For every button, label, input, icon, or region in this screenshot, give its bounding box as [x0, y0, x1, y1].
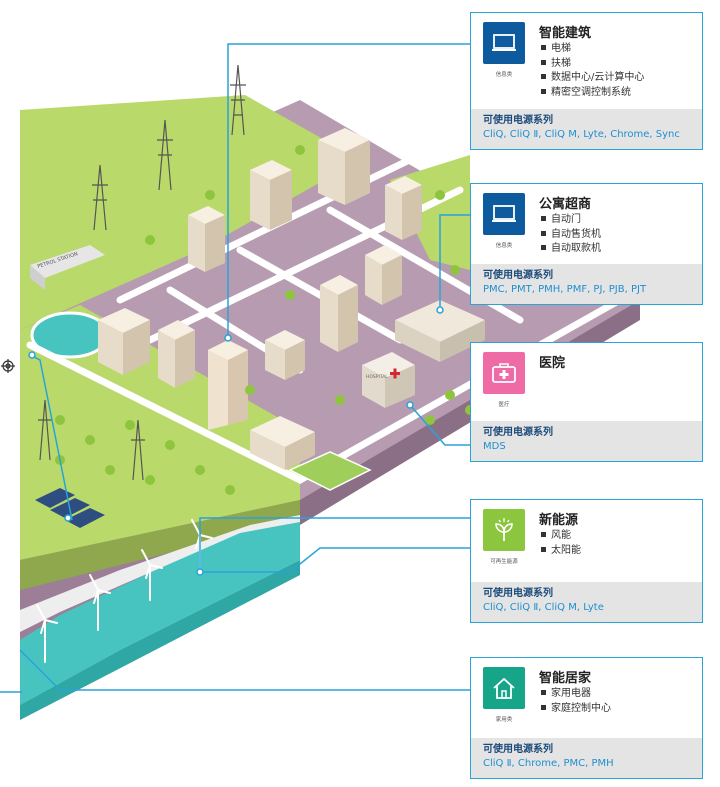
card-smart-building: 信息类 智能建筑 电梯 扶梯 数据中心/云计算中心 精密空调控制系统 可使用电源… — [470, 12, 703, 150]
series-footer: 可使用电源系列 PMC, PMT, PMH, PMF, PJ, PJB, PJT — [471, 264, 702, 304]
series-title: 可使用电源系列 — [483, 270, 553, 281]
river-bank — [20, 515, 300, 632]
list-item: 自动门 — [541, 213, 601, 228]
series-list: CliQ Ⅱ, Chrome, PMC, PMH — [483, 758, 614, 769]
card-title: 智能居家 — [539, 671, 592, 686]
category-label: 医疗 — [498, 402, 510, 408]
card-smart-home: 家用类 智能居家 家用电器 家庭控制中心 可使用电源系列 CliQ Ⅱ, Chr… — [470, 657, 703, 779]
connector-dots — [28, 306, 444, 576]
list-item: 太阳能 — [541, 544, 581, 559]
list-item: 精密空调控制系统 — [541, 86, 644, 101]
series-footer: 可使用电源系列 CliQ Ⅱ, Chrome, PMC, PMH — [471, 738, 702, 778]
series-footer: 可使用电源系列 MDS — [471, 421, 702, 461]
feature-list: 风能 太阳能 — [541, 529, 581, 558]
series-list: CliQ, CliQ Ⅱ, CliQ M, Lyte, Chrome, Sync — [483, 129, 680, 140]
monitor-icon — [483, 193, 525, 235]
feature-list: 自动门 自动售货机 自动取款机 — [541, 213, 601, 257]
connector-lines — [0, 43, 470, 693]
series-list: CliQ, CliQ Ⅱ, CliQ M, Lyte — [483, 602, 604, 613]
slab-side-park — [20, 500, 300, 590]
category-label: 家用类 — [495, 717, 513, 723]
series-title: 可使用电源系列 — [483, 115, 553, 126]
crosshair-icon — [1, 359, 15, 373]
list-item: 扶梯 — [541, 57, 644, 72]
card-title: 公寓超商 — [539, 197, 592, 212]
buildings: HOSPITAL — [98, 128, 485, 470]
list-item: 自动取款机 — [541, 242, 601, 257]
list-item: 风能 — [541, 529, 581, 544]
park-area-lower — [20, 305, 300, 560]
series-title: 可使用电源系列 — [483, 744, 553, 755]
category-label: 信息类 — [495, 243, 513, 249]
sports-field — [288, 451, 372, 491]
house-icon — [483, 667, 525, 709]
power-pylons — [38, 64, 246, 481]
card-hospital: 医疗 医院 可使用电源系列 MDS — [470, 342, 703, 462]
card-new-energy: 可再生能源 新能源 风能 太阳能 可使用电源系列 CliQ, CliQ Ⅱ, C… — [470, 499, 703, 623]
series-list: MDS — [483, 441, 506, 452]
river — [20, 520, 300, 705]
card-title: 医院 — [539, 356, 566, 371]
series-title: 可使用电源系列 — [483, 588, 553, 599]
list-item: 家用电器 — [541, 687, 611, 702]
feature-list: 电梯 扶梯 数据中心/云计算中心 精密空调控制系统 — [541, 42, 644, 100]
medical-kit-icon — [483, 352, 525, 394]
feature-list: 家用电器 家庭控制中心 — [541, 687, 611, 716]
card-apartment-mall: 信息类 公寓超商 自动门 自动售货机 自动取款机 可使用电源系列 PMC, PM… — [470, 183, 703, 305]
hospital-sign: HOSPITAL — [366, 374, 388, 380]
series-footer: 可使用电源系列 CliQ, CliQ Ⅱ, CliQ M, Lyte — [471, 582, 702, 622]
series-footer: 可使用电源系列 CliQ, CliQ Ⅱ, CliQ M, Lyte, Chro… — [471, 109, 702, 149]
series-list: PMC, PMT, PMH, PMF, PJ, PJB, PJT — [483, 284, 647, 295]
list-item: 家庭控制中心 — [541, 702, 611, 717]
list-item: 自动售货机 — [541, 228, 601, 243]
list-item: 电梯 — [541, 42, 644, 57]
card-title: 智能建筑 — [539, 26, 592, 41]
card-title: 新能源 — [539, 513, 579, 528]
monitor-icon — [483, 22, 525, 64]
sprout-icon — [483, 509, 525, 551]
series-title: 可使用电源系列 — [483, 427, 553, 438]
park-area — [20, 95, 360, 330]
river-side — [20, 560, 300, 720]
list-item: 数据中心/云计算中心 — [541, 71, 644, 86]
category-label: 信息类 — [495, 72, 513, 78]
category-label: 可再生能源 — [490, 559, 518, 565]
